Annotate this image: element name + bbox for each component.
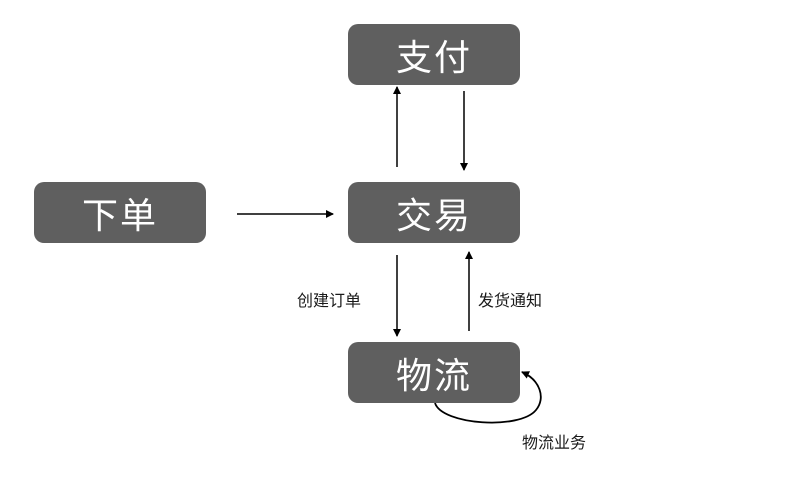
edge-label-logistics-business: 物流业务 <box>522 433 587 452</box>
node-logistics: 物流 <box>348 342 520 403</box>
edge-label-ship-notice: 发货通知 <box>478 291 543 310</box>
node-order: 下单 <box>34 182 206 243</box>
edge-label-create-order: 创建订单 <box>297 291 362 310</box>
node-pay: 支付 <box>348 24 520 85</box>
node-trade: 交易 <box>348 182 520 243</box>
edge-logistics-self-loop <box>434 371 542 424</box>
